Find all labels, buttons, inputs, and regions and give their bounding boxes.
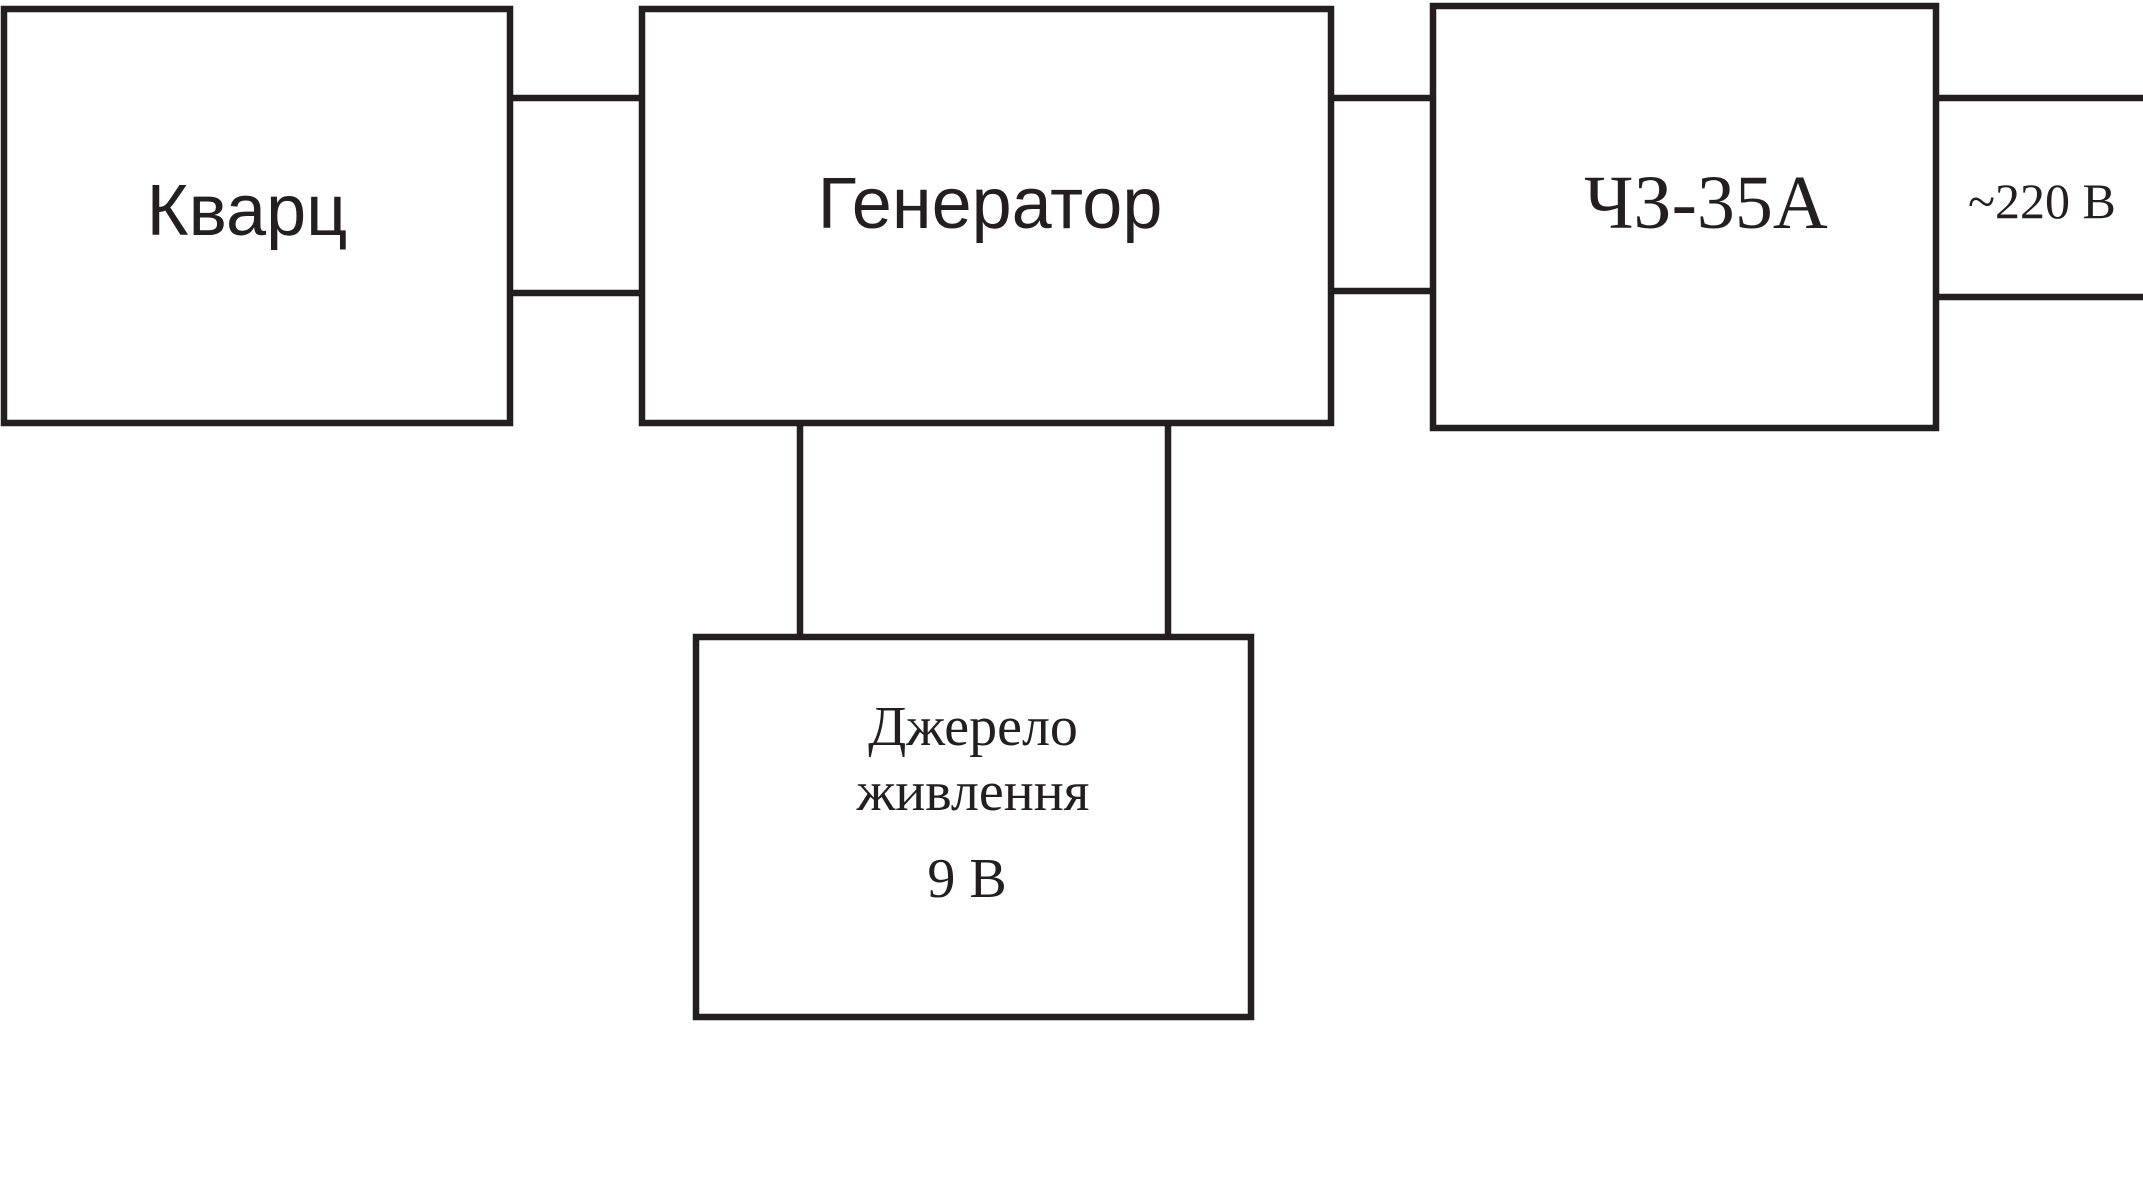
power-supply-block — [692, 633, 1255, 1021]
frequency-meter-label: ЧЗ-35А — [1584, 161, 1828, 245]
generator-label: Генератор — [818, 164, 1163, 244]
power-supply-label-line1: Джерело — [868, 696, 1078, 758]
power-supply-label-line2: живлення — [856, 761, 1090, 823]
power-supply-voltage-label: 9 В — [927, 848, 1006, 910]
generator-block — [638, 5, 1335, 427]
quartz-label: Кварц — [147, 171, 348, 251]
frequency-meter-block — [1429, 2, 1940, 432]
quartz-block — [0, 5, 514, 427]
output-voltage-label: ~220 В — [1968, 173, 2116, 229]
